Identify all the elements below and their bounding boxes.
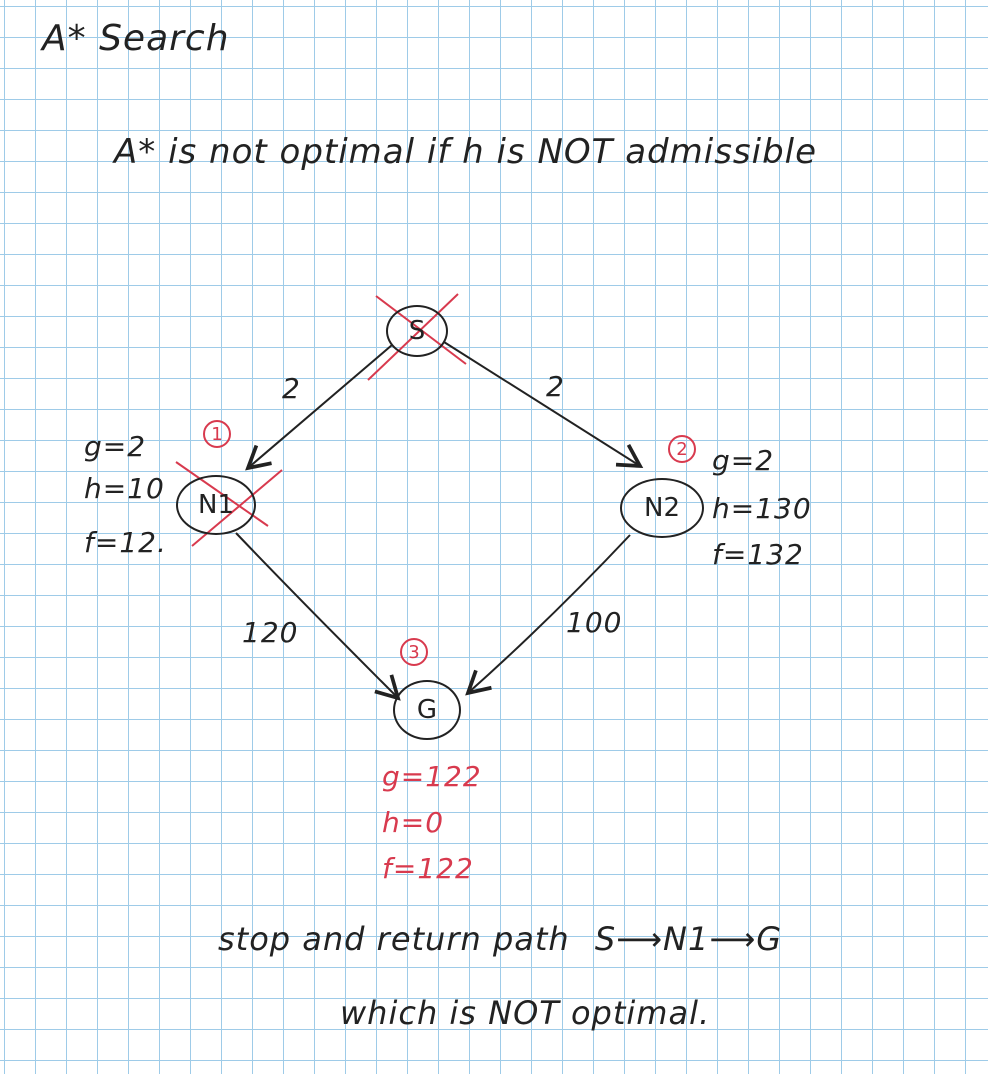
- node-n2-order: 2: [668, 435, 696, 463]
- node-n2-h: h=130: [712, 492, 812, 525]
- node-n1: N1: [176, 475, 256, 535]
- node-n2-f: f=132: [712, 538, 804, 571]
- edge-s-n2: [443, 341, 644, 469]
- node-s: S: [386, 305, 448, 357]
- node-n1-f: f=12.: [84, 526, 167, 559]
- diagram-title: A* Search: [42, 18, 230, 59]
- node-g-label: G: [416, 695, 438, 725]
- edge-weight-n1-g: 120: [242, 616, 299, 649]
- node-n2: N2: [620, 478, 704, 538]
- edge-n1-g: [235, 532, 401, 701]
- node-n1-h: h=10: [84, 472, 165, 505]
- conclusion-line-2: which is NOT optimal.: [340, 994, 711, 1032]
- node-g: G: [393, 680, 461, 740]
- edge-weight-s-n1: 2: [282, 372, 301, 405]
- conclusion-text: stop and return path: [218, 920, 570, 958]
- node-n1-label: N1: [198, 490, 234, 520]
- node-n1-order: 1: [203, 420, 231, 448]
- node-g-h: h=0: [382, 806, 445, 839]
- node-s-label: S: [408, 316, 426, 346]
- conclusion-line-1: stop and return path S⟶N1⟶G: [218, 920, 782, 958]
- node-n2-g: g=2: [712, 444, 775, 477]
- node-n1-g: g=2: [84, 430, 147, 463]
- node-n2-label: N2: [644, 493, 680, 523]
- edge-s-n1: [245, 344, 393, 471]
- node-g-order: 3: [400, 638, 428, 666]
- node-g-f: f=122: [382, 852, 474, 885]
- edge-weight-n2-g: 100: [566, 606, 623, 639]
- diagram-subtitle: A* is not optimal if h is NOT admissible: [114, 132, 818, 172]
- node-g-g: g=122: [382, 760, 482, 793]
- edge-n2-g: [465, 534, 631, 696]
- edge-weight-s-n2: 2: [546, 370, 565, 403]
- conclusion-path: S⟶N1⟶G: [594, 920, 783, 958]
